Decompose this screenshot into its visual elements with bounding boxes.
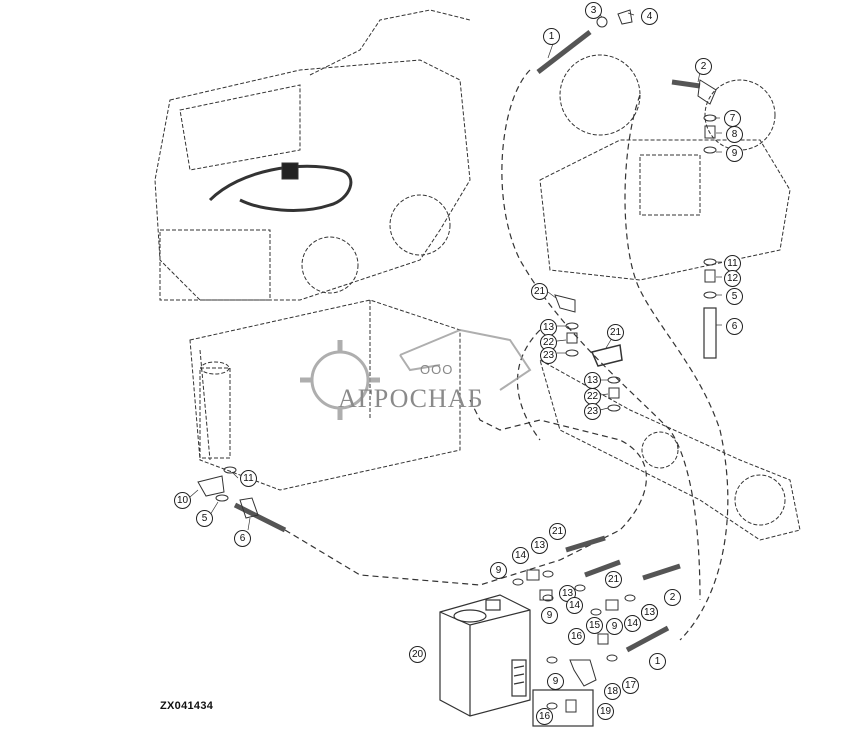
- callout-1: 1: [649, 653, 666, 670]
- left-fittings: [197, 466, 287, 533]
- callout-6: 6: [726, 318, 743, 335]
- fitting-stack-lower: [703, 258, 717, 359]
- callout-5: 5: [196, 510, 213, 527]
- tractor-component: [281, 162, 299, 180]
- callout-20: 20: [409, 646, 426, 663]
- callout-16: 16: [536, 708, 553, 725]
- detail-inset: [532, 689, 594, 727]
- callout-21: 21: [605, 571, 622, 588]
- callout-9: 9: [726, 145, 743, 162]
- callout-21: 21: [607, 324, 624, 341]
- watermark-logo-graphic: [300, 328, 532, 420]
- rear-axle-illustration: [539, 54, 791, 281]
- callout-9: 9: [547, 673, 564, 690]
- callout-22: 22: [584, 388, 601, 405]
- watermark-brand: АГРОСНАБ: [338, 384, 484, 413]
- fitting-4: [617, 9, 633, 25]
- callout-19: 19: [597, 703, 614, 720]
- callout-12: 12: [724, 270, 741, 287]
- callout-9: 9: [490, 562, 507, 579]
- hose-1-top: [536, 30, 592, 74]
- tractor-illustration: [154, 9, 471, 301]
- callout-8: 8: [726, 126, 743, 143]
- callout-13: 13: [641, 604, 658, 621]
- callout-14: 14: [512, 547, 529, 564]
- callout-13: 13: [531, 537, 548, 554]
- front-axle-illustration: [539, 358, 801, 541]
- callout-7: 7: [724, 110, 741, 127]
- callout-15: 15: [586, 617, 603, 634]
- hose-routing: [284, 69, 729, 641]
- callout-17: 17: [622, 677, 639, 694]
- elbow-2: [697, 79, 717, 105]
- callout-21: 21: [549, 523, 566, 540]
- callout-23: 23: [584, 403, 601, 420]
- callout-5: 5: [726, 288, 743, 305]
- callout-1: 1: [543, 28, 560, 45]
- fitting-stack-upper: [703, 114, 717, 154]
- callout-14: 14: [566, 597, 583, 614]
- callout-11: 11: [240, 470, 257, 487]
- inset-plug: [565, 699, 577, 713]
- tank-illustration: [189, 299, 461, 491]
- tractor-hose: [208, 164, 353, 212]
- fitting-3: [596, 16, 608, 28]
- callout-23: 23: [540, 347, 557, 364]
- callout-4: 4: [641, 8, 658, 25]
- valve-fittings: [512, 569, 636, 687]
- control-valve-block: [439, 594, 531, 717]
- callout-2: 2: [664, 589, 681, 606]
- callout-2: 2: [695, 58, 712, 75]
- hose-2-top: [671, 79, 701, 89]
- callout-13: 13: [540, 319, 557, 336]
- callout-21: 21: [531, 283, 548, 300]
- callout-9: 9: [541, 607, 558, 624]
- callout-14: 14: [624, 615, 641, 632]
- callout-9: 9: [606, 618, 623, 635]
- drawing-id: ZX041434: [160, 700, 214, 712]
- callout-13: 13: [584, 372, 601, 389]
- callout-10: 10: [174, 492, 191, 509]
- valve-hoses: [565, 535, 681, 653]
- callout-18: 18: [604, 683, 621, 700]
- watermark-prefix: ООО: [420, 362, 454, 377]
- callout-16: 16: [568, 628, 585, 645]
- callout-6: 6: [234, 530, 251, 547]
- callout-3: 3: [585, 2, 602, 19]
